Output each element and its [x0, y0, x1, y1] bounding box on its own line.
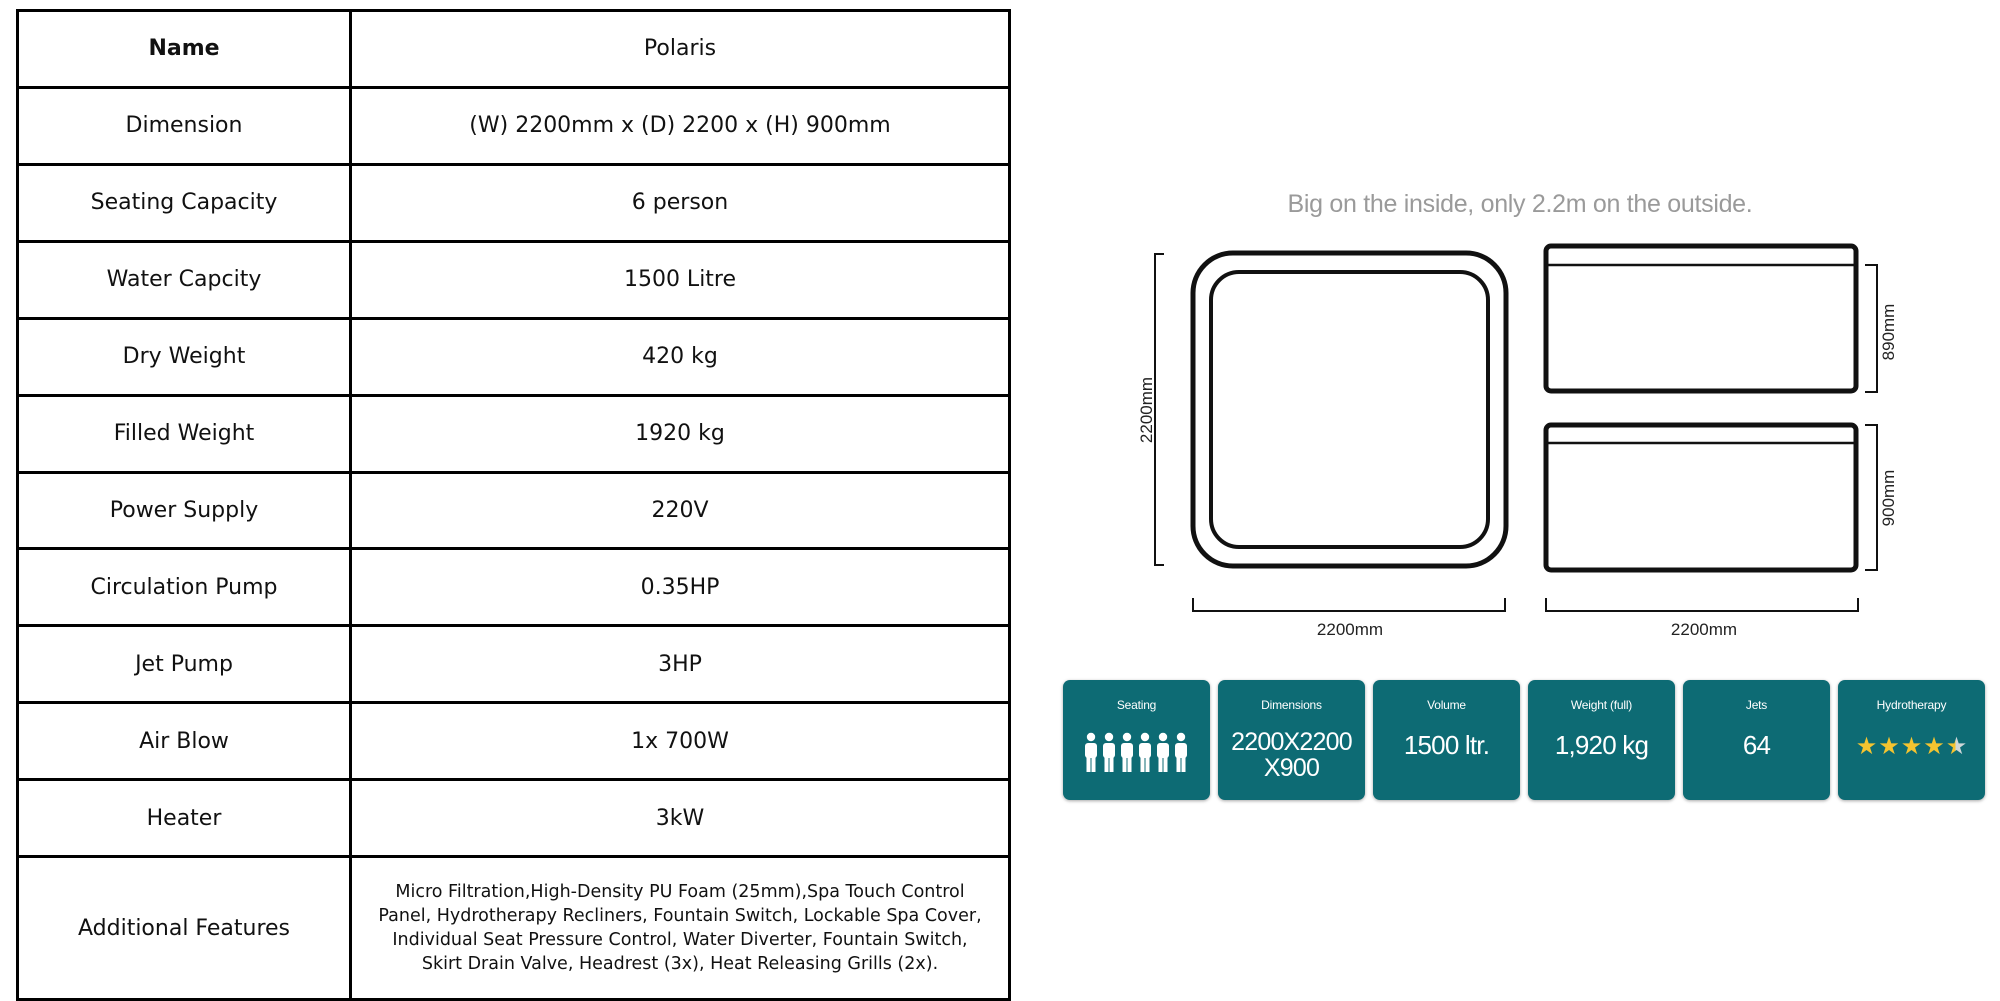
spec-label: Circulation Pump	[16, 547, 352, 628]
table-row: Dry Weight 420 kg	[16, 316, 1011, 397]
table-row: Air Blow 1x 700W	[16, 701, 1011, 782]
side-lower-body	[1543, 422, 1859, 573]
side-view-upper	[1543, 243, 1878, 394]
spec-value: 3kW	[349, 778, 1011, 859]
tile-title: Volume	[1427, 698, 1466, 712]
spec-label: Additional Features	[16, 855, 352, 1001]
spec-value: 420 kg	[349, 316, 1011, 397]
table-row: Heater 3kW	[16, 778, 1011, 859]
top-view-height-label: 2200mm	[1137, 377, 1156, 443]
side-view-lower	[1543, 422, 1878, 612]
table-row: Seating Capacity 6 person	[16, 162, 1011, 243]
star-icon: ★	[1878, 733, 1900, 760]
tile-title: Hydrotherapy	[1876, 698, 1947, 712]
side-lower-height-bracket	[1865, 424, 1878, 571]
top-view-outer-shell	[1190, 250, 1509, 569]
side-width-bracket	[1545, 598, 1859, 612]
spec-label: Heater	[16, 778, 352, 859]
spec-label: Name	[16, 9, 352, 89]
tile-jets: Jets 64	[1683, 680, 1830, 800]
side-upper-height-label: 890mm	[1879, 304, 1898, 361]
spec-value: Micro Filtration,High-Density PU Foam (2…	[349, 855, 1011, 1001]
top-view-width-bracket	[1192, 598, 1506, 612]
tile-value-line1: 2200X2200	[1231, 728, 1353, 756]
tile-value: 2200X2200 X900	[1218, 729, 1365, 781]
star-rating: ★ ★ ★ ★ ★	[1838, 735, 1985, 759]
spec-label: Jet Pump	[16, 624, 352, 705]
spec-label: Water Capcity	[16, 239, 352, 320]
spec-value: 1500 Litre	[349, 239, 1011, 320]
table-row: Filled Weight 1920 kg	[16, 393, 1011, 474]
top-view-width-label: 2200mm	[1317, 620, 1383, 639]
spec-label: Air Blow	[16, 701, 352, 782]
tile-weight: Weight (full) 1,920 kg	[1528, 680, 1675, 800]
spec-value: 0.35HP	[349, 547, 1011, 628]
star-icon: ★	[1855, 733, 1878, 760]
tile-title: Weight (full)	[1570, 698, 1633, 712]
side-width-label: 2200mm	[1671, 620, 1737, 639]
spec-table: Name Polaris Dimension (W) 2200mm x (D) …	[16, 9, 1011, 1001]
table-row: Jet Pump 3HP	[16, 624, 1011, 705]
tile-value: 64	[1742, 730, 1771, 760]
spec-label: Dry Weight	[16, 316, 352, 397]
spec-value: 6 person	[349, 162, 1011, 243]
spec-label: Power Supply	[16, 470, 352, 551]
spec-label: Dimension	[16, 85, 352, 166]
spec-label: Filled Weight	[16, 393, 352, 474]
top-view-inner-shell	[1209, 270, 1490, 549]
tile-value-line2: X900	[1263, 754, 1320, 782]
six-person-icon	[1063, 732, 1210, 774]
half-star-icon: ★	[1945, 733, 1968, 760]
side-lower-height-label: 900mm	[1879, 470, 1898, 527]
side-upper-body	[1543, 243, 1859, 394]
table-row: Power Supply 220V	[16, 470, 1011, 551]
table-row: Circulation Pump 0.35HP	[16, 547, 1011, 628]
tile-hydrotherapy: Hydrotherapy ★ ★ ★ ★ ★	[1838, 680, 1985, 800]
spec-value: 220V	[349, 470, 1011, 551]
tile-title: Dimensions	[1261, 698, 1322, 712]
side-upper-height-bracket	[1865, 264, 1878, 393]
tile-title: Seating	[1116, 698, 1157, 712]
spec-value: 1920 kg	[349, 393, 1011, 474]
tile-seating: Seating	[1063, 680, 1210, 800]
table-row: Additional Features Micro Filtration,Hig…	[16, 855, 1011, 1001]
spec-value: 3HP	[349, 624, 1011, 705]
spec-label: Seating Capacity	[16, 162, 352, 243]
tile-dimensions: Dimensions 2200X2200 X900	[1218, 680, 1365, 800]
spec-value: Polaris	[349, 9, 1011, 89]
drawing-caption: Big on the inside, only 2.2m on the outs…	[1287, 190, 1753, 218]
star-icon: ★	[1900, 733, 1923, 760]
tile-value: 1,920 kg	[1554, 730, 1649, 760]
table-row: Dimension (W) 2200mm x (D) 2200 x (H) 90…	[16, 85, 1011, 166]
tile-volume: Volume 1500 ltr.	[1373, 680, 1520, 800]
feature-tiles: Seating Dimensions 2200X2200 X900 Volume…	[1063, 680, 1985, 800]
table-row: Water Capcity 1500 Litre	[16, 239, 1011, 320]
table-row: Name Polaris	[16, 9, 1011, 89]
spa-dimension-drawing: 2200mm 2200mm 890mm 900mm 2200mm	[1137, 243, 1898, 639]
top-view	[1154, 250, 1509, 612]
tile-value: 1500 ltr.	[1403, 730, 1490, 760]
top-view-height-bracket	[1154, 253, 1164, 566]
star-icon: ★	[1923, 733, 1945, 760]
spec-value: 1x 700W	[349, 701, 1011, 782]
spec-value: (W) 2200mm x (D) 2200 x (H) 900mm	[349, 85, 1011, 166]
tile-title: Jets	[1745, 698, 1768, 712]
